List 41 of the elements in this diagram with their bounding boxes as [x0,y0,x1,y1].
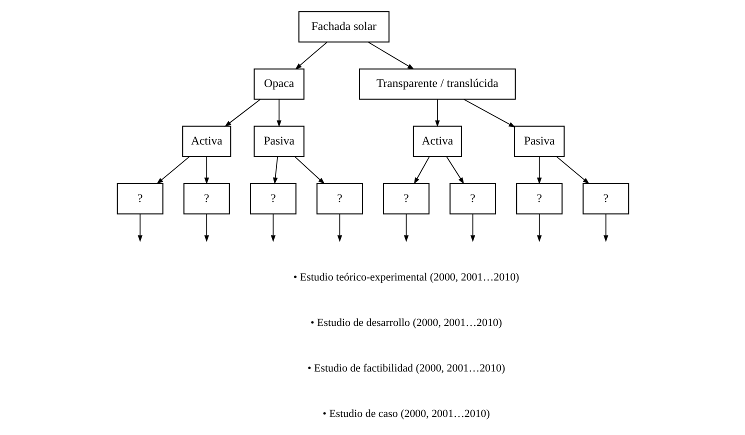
node-box: Activa [412,126,462,158]
node-box: ? [249,183,296,214]
arrow [367,42,414,70]
node-box: Activa [182,126,231,158]
label: • Estudio de factibilidad (2000, 2001…2010) [306,362,505,374]
arrow [603,214,608,242]
node-box: ? [316,183,362,214]
arrow [204,214,209,242]
node-box: Pasiva [514,126,564,158]
label: • Estudio de desarrollo (2000, 2001…2010) [310,316,502,329]
node-box: ? [582,183,629,214]
arrow [204,156,209,184]
arrow [470,214,475,242]
node-box: ? [116,183,163,214]
node-box: ? [516,183,562,214]
arrow [556,156,589,184]
arrow [434,99,440,128]
node-box: ? [449,183,496,214]
label: • Estudio teórico-experimental (2000, 2001…2010) [292,271,519,284]
arrow [276,99,281,128]
arrow [446,156,464,184]
node-box: Fachada solar [298,11,389,43]
arrow [536,156,542,184]
node-box: ? [382,183,430,214]
arrow [403,214,408,242]
arrow [272,156,278,184]
node-box: ? [182,183,230,214]
arrow [156,156,190,184]
arrow [137,214,142,242]
arrow [336,214,342,242]
arrow [294,156,324,184]
arrow [294,42,327,70]
node-box: Opaca [253,68,304,100]
arrow [270,214,276,242]
node-box: Transparente / translúcida [358,68,516,100]
arrow [224,99,260,127]
arrow [536,214,542,242]
node-box: Pasiva [253,126,304,158]
label: • Estudio de caso (2000, 2001…2010) [322,408,490,420]
arrow [413,156,430,184]
arrow [463,99,515,128]
